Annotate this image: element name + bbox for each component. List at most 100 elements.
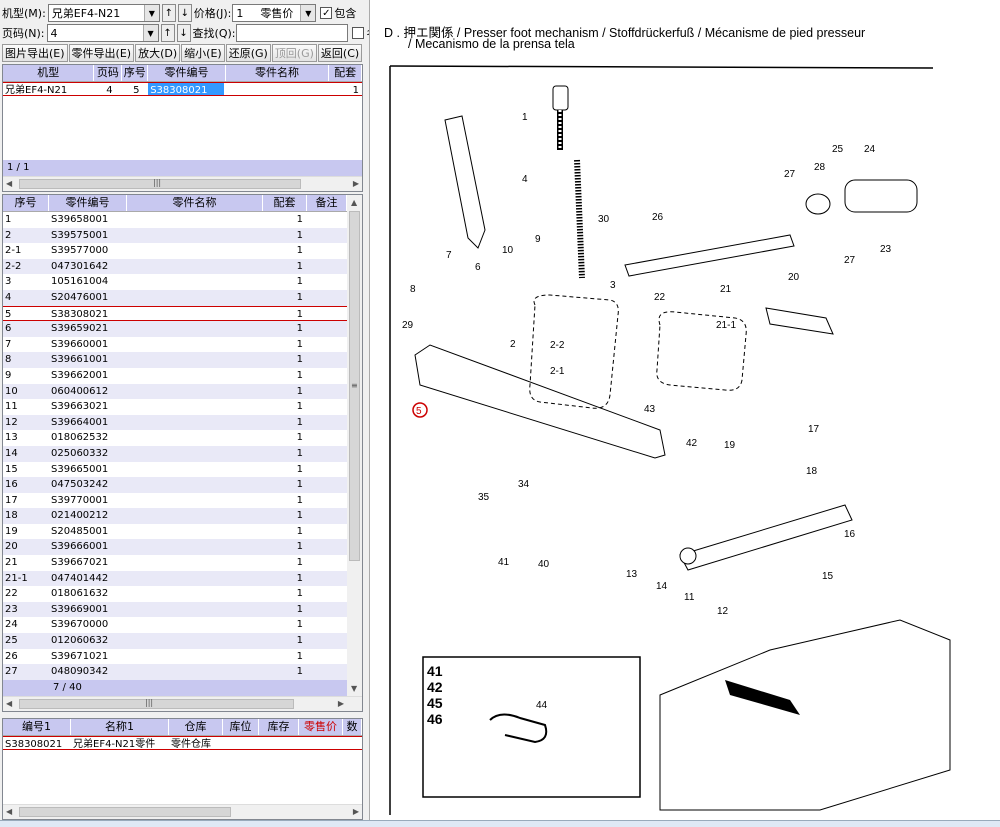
part-callout-label[interactable]: 2-1	[550, 366, 565, 377]
part-callout-label[interactable]: 5	[416, 406, 422, 417]
zoom-in-button[interactable]: 放大(D)	[135, 44, 181, 62]
part-callout-label[interactable]: 23	[880, 244, 892, 255]
col-name[interactable]: 名称1	[71, 719, 169, 735]
top-grid-hscroll[interactable]: ◀ ||| ▶	[3, 176, 362, 191]
table-row[interactable]: 兄弟EF4-N21 4 5 S38308021 1	[3, 82, 362, 96]
page-up-button[interactable]: ↑	[160, 24, 175, 42]
part-callout-label[interactable]: 13	[626, 569, 638, 580]
model-select[interactable]: 兄弟EF4-N21 ▼	[47, 4, 160, 22]
part-callout-label[interactable]: 1	[522, 112, 528, 123]
part-callout-label[interactable]: 25	[832, 144, 844, 155]
col-stock[interactable]: 库存	[259, 719, 299, 735]
include-checkbox[interactable]: ✓	[320, 7, 333, 19]
chevron-down-icon[interactable]: ▼	[143, 5, 159, 21]
part-callout-label[interactable]: 24	[864, 144, 876, 155]
part-callout-label[interactable]: 21	[720, 284, 732, 295]
col-part-no[interactable]: 零件编号	[49, 195, 127, 211]
part-callout-label[interactable]: 35	[478, 492, 490, 503]
col-code[interactable]: 编号1	[3, 719, 71, 735]
col-count[interactable]: 数	[343, 719, 362, 735]
col-part-name[interactable]: 零件名称	[226, 65, 330, 81]
export-image-button[interactable]: 图片导出(E)	[2, 44, 68, 62]
col-retail-price[interactable]: 零售价	[299, 719, 343, 735]
col-seq[interactable]: 序号	[3, 195, 49, 211]
part-callout-label[interactable]: 2-2	[550, 340, 565, 351]
zoom-out-button[interactable]: 缩小(E)	[181, 44, 225, 62]
part-callout-label[interactable]: 41	[498, 557, 510, 568]
table-row[interactable]: S38308021 兄弟EF4-N21零件 零件仓库	[3, 736, 362, 750]
part-callout-label[interactable]: 42	[686, 438, 698, 449]
part-callout-label[interactable]: 29	[402, 320, 414, 331]
part-callout-label[interactable]: 27	[844, 255, 856, 266]
chevron-down-icon[interactable]: ▼	[300, 5, 316, 21]
part-callout-label[interactable]: 7	[446, 250, 452, 261]
part-callout-label[interactable]: 30	[598, 214, 610, 225]
col-remark[interactable]: 备注	[307, 195, 347, 211]
col-page[interactable]: 页码	[94, 65, 123, 81]
arrow-up-button[interactable]: ↑	[161, 4, 176, 22]
diagram-viewer[interactable]: D . 押エ関係 / Presser foot mechanism / Stof…	[369, 0, 1000, 820]
part-callout-label[interactable]: 2	[510, 339, 516, 350]
roll-button[interactable]: 顶回(G)	[271, 44, 317, 62]
part-callout-label[interactable]: 6	[475, 262, 481, 273]
export-parts-button[interactable]: 零件导出(E)	[68, 44, 135, 62]
part-callout-label[interactable]: 14	[656, 581, 668, 592]
part-callout-label[interactable]: 34	[518, 479, 530, 490]
part-callout-label[interactable]: 16	[844, 529, 856, 540]
part-callout-label[interactable]: 11	[684, 592, 695, 603]
part-callout-label[interactable]: 22	[654, 292, 666, 303]
price-select[interactable]: 1 零售价 ▼	[232, 4, 317, 22]
stock-grid-hscroll[interactable]: ◀ ▶	[3, 804, 362, 819]
part-callout-label[interactable]: 9	[535, 234, 541, 245]
part-callout-label[interactable]: 20	[788, 272, 800, 283]
col-qty[interactable]: 配套	[329, 65, 362, 81]
part-callout-label[interactable]: 10	[502, 245, 514, 256]
part-callout-label[interactable]: 15	[822, 571, 834, 582]
col-warehouse[interactable]: 仓库	[169, 719, 223, 735]
part-callout-label[interactable]: 28	[814, 162, 826, 173]
parts-grid-vscroll[interactable]: ▲ ≡ ▼	[347, 195, 362, 696]
part-callout-label[interactable]: 43	[644, 404, 656, 415]
col-seq[interactable]: 序号	[122, 65, 149, 81]
page-down-button[interactable]: ↓	[176, 24, 191, 42]
col-part-name[interactable]: 零件名称	[127, 195, 263, 211]
part-callout-label[interactable]: 18	[806, 466, 818, 477]
part-callout-label[interactable]: 17	[808, 424, 820, 435]
part-callout-label[interactable]: 40	[538, 559, 550, 570]
find-input[interactable]	[236, 24, 349, 42]
col-part-no[interactable]: 零件编号	[148, 65, 226, 81]
part-callout-label[interactable]: 4	[522, 174, 528, 185]
part-callout-label[interactable]: 8	[410, 284, 416, 295]
name-checkbox[interactable]	[352, 27, 365, 39]
part-callout-label[interactable]: 12	[717, 606, 729, 617]
page-select[interactable]: 4 ▼	[46, 24, 159, 42]
part-callout-label[interactable]: 3	[610, 280, 616, 291]
col-qty[interactable]: 配套	[263, 195, 307, 211]
